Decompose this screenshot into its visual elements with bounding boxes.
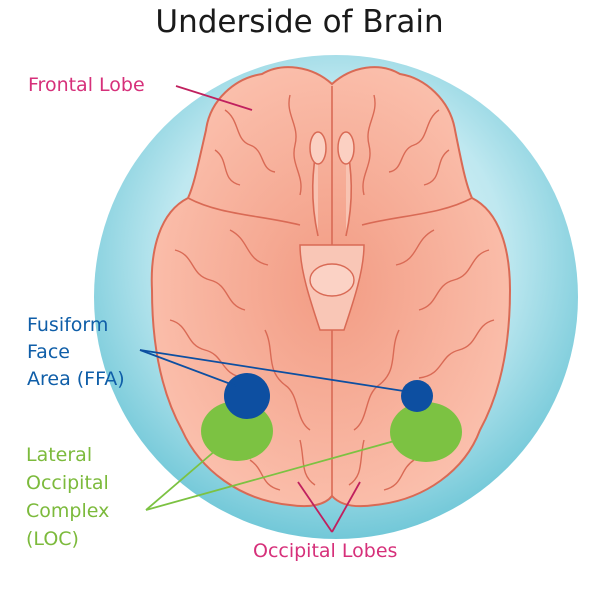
ffa-label-line-1: Fusiform [27,314,109,336]
frontal-boundary-left [187,197,301,226]
occipital-lobes-label: Occipital Lobes [253,540,398,562]
loc-label-line-1: Lateral [26,444,93,466]
loc-label-line-3: Complex [26,500,110,522]
occipital-leader-line-right [331,481,361,533]
ffa-label-line-2: Face [27,341,70,363]
loc-leader-line-right [145,439,399,511]
pons [309,263,355,297]
occipital-leader-line-left [297,481,333,533]
loc-label-line-2: Occipital [26,472,109,494]
ffa-label: Fusiform Face Area (FFA) [27,312,125,393]
olfactory-bulb-right [337,131,355,165]
ffa-label-line-3: Area (FFA) [27,368,125,390]
diagram-title: Underside of Brain [155,4,444,40]
frontal-lobe-label: Frontal Lobe [28,74,145,96]
gyri [169,94,495,491]
ffa-leader-line-right [139,349,411,393]
ffa-leader-line-left [139,349,237,387]
frontal-leader-line [175,85,253,111]
olfactory-bulb-left [309,131,327,165]
ffa-marker-left [224,373,270,419]
loc-label: Lateral Occipital Complex (LOC) [26,441,109,553]
ffa-marker-right [401,380,433,412]
loc-leader-line-left [145,449,217,511]
frontal-boundary-right [361,197,473,226]
loc-marker-right [390,402,462,462]
loc-label-line-4: (LOC) [26,528,79,550]
